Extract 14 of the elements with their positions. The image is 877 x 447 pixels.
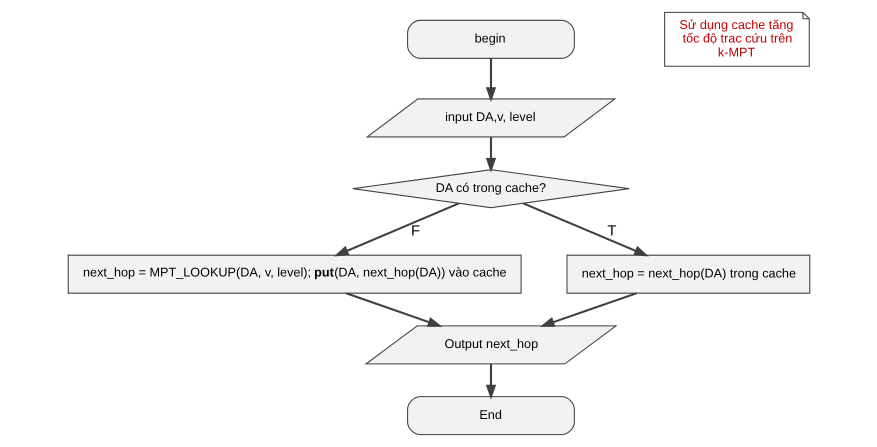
- edge-label: T: [606, 223, 616, 240]
- arrow: [333, 202, 459, 256]
- node-box: begin: [406, 20, 574, 59]
- arrow: [485, 137, 496, 173]
- arrow: [345, 292, 442, 327]
- arrow: [485, 364, 496, 400]
- arrow: [485, 58, 496, 102]
- node-box: next_hop = next_hop(DA) trong cache: [566, 254, 810, 294]
- node-box: End: [406, 396, 574, 436]
- node-diamond: DA có trong cache?: [352, 169, 630, 208]
- arrow: [522, 202, 648, 256]
- node-box: next_hop = MPT_LOOKUP(DA, v, level); put(DA, next_hop(DA)) vào cache: [67, 254, 522, 294]
- arrow: [539, 292, 636, 327]
- edge-label: F: [410, 223, 420, 240]
